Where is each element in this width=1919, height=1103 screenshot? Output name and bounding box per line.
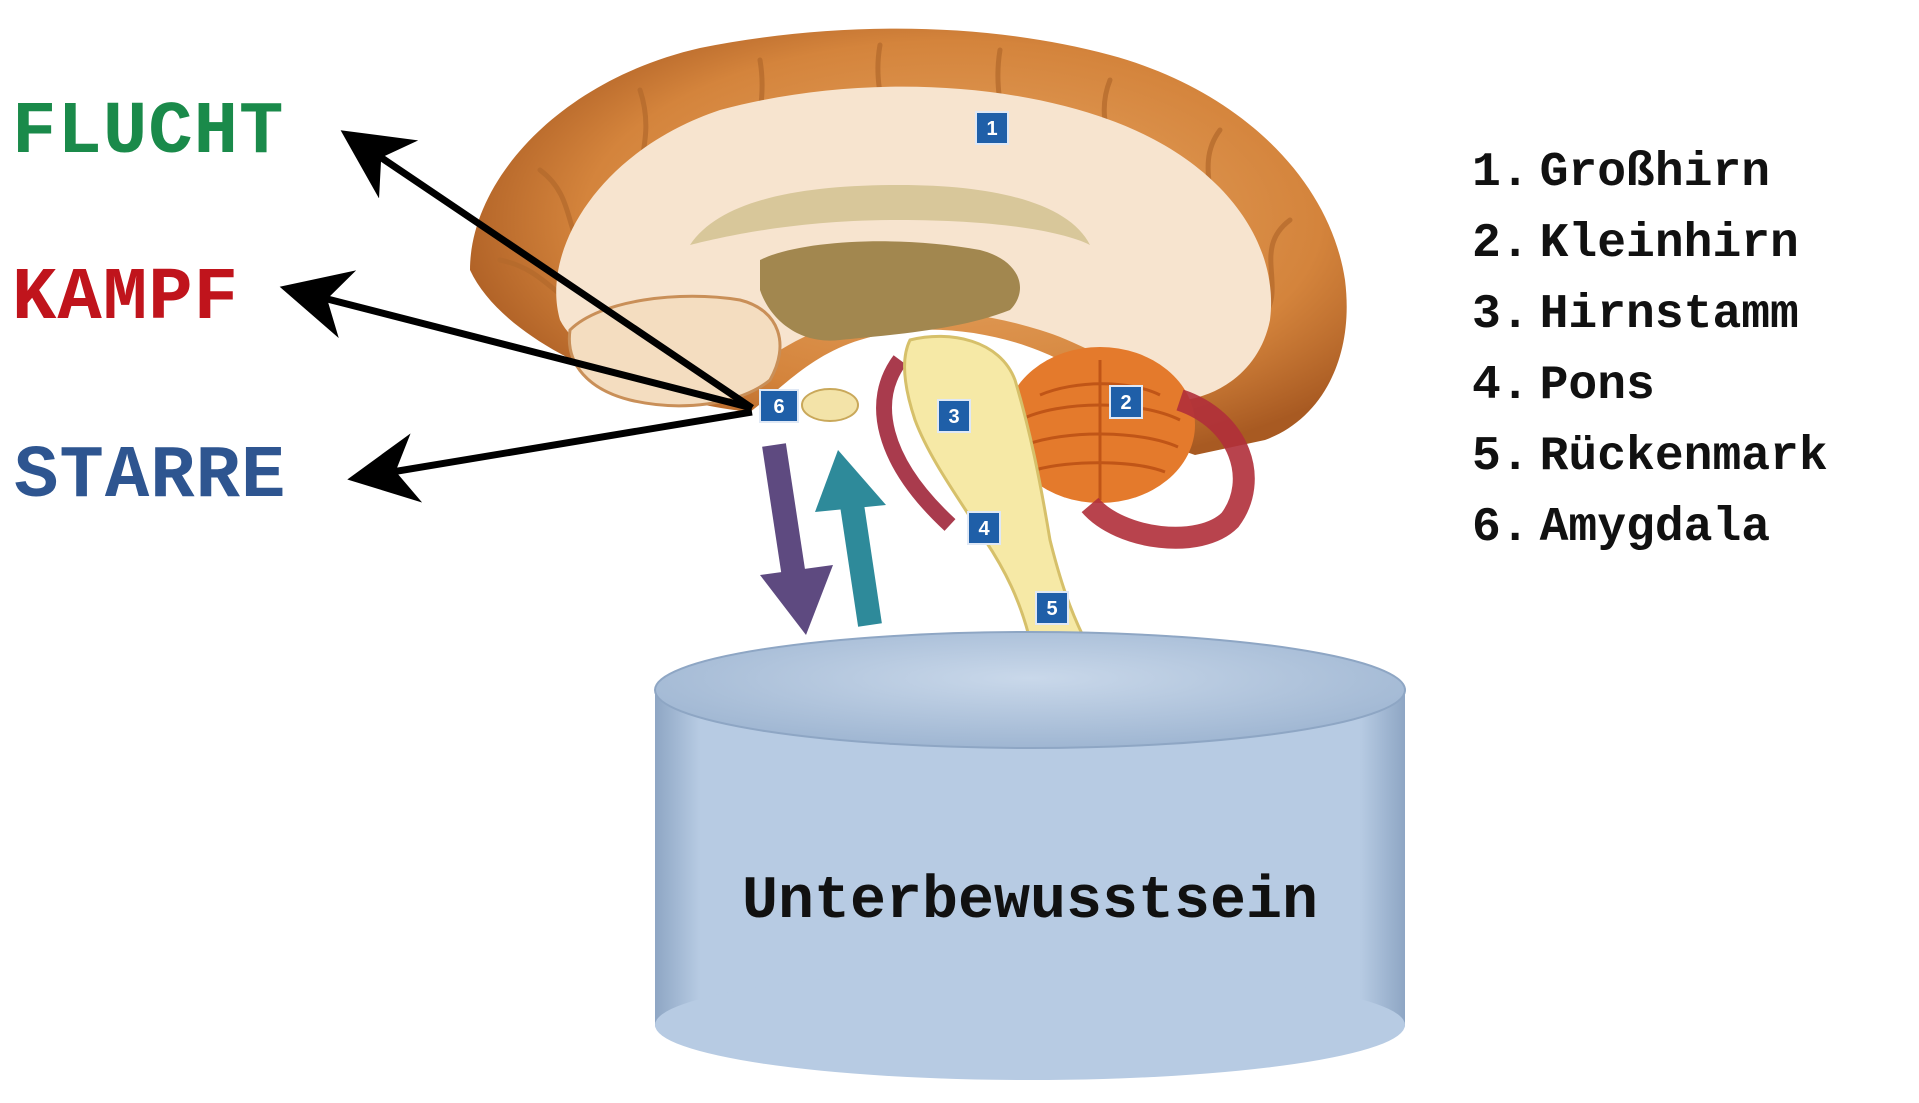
cylinder-top [655,632,1405,748]
legend-label: Hirnstamm [1540,288,1799,342]
response-starre: STARRE [14,440,286,514]
response-kampf: KAMPF [12,262,239,336]
legend-num: 6. [1472,501,1530,555]
amygdala-shape [802,389,858,421]
arrow-up [815,450,886,625]
legend-label: Kleinhirn [1540,217,1799,271]
legend-item: 4.Pons [1472,351,1828,422]
marker-1: 1 [976,112,1008,144]
marker-2: 2 [1110,386,1142,418]
marker-4-text: 4 [978,518,990,540]
marker-3-text: 3 [948,406,959,428]
marker-1-text: 1 [986,118,997,140]
legend-num: 3. [1472,288,1530,342]
marker-2-text: 2 [1120,392,1131,414]
cylinder-bottom [655,970,1405,1080]
brain-illustration [470,29,1347,640]
legend-num: 5. [1472,430,1530,484]
response-flucht: FLUCHT [12,96,284,170]
marker-4: 4 [968,512,1000,544]
cylinder-label: Unterbewusstsein [655,872,1405,932]
legend-item: 5.Rückenmark [1472,422,1828,493]
legend-item: 2.Kleinhirn [1472,209,1828,280]
legend-item: 6.Amygdala [1472,493,1828,564]
arrow-to-starre [368,412,752,476]
legend-label: Pons [1540,359,1655,413]
marker-6-text: 6 [773,396,784,418]
arrow-down [760,445,833,635]
legend-label: Rückenmark [1540,430,1828,484]
marker-6: 6 [760,390,798,422]
legend-item: 1.Großhirn [1472,138,1828,209]
legend-list: 1.Großhirn 2.Kleinhirn 3.Hirnstamm 4.Pon… [1472,138,1828,564]
marker-5-text: 5 [1046,598,1057,620]
legend-num: 2. [1472,217,1530,271]
subconscious-cylinder [655,632,1405,1080]
legend-num: 4. [1472,359,1530,413]
marker-3: 3 [938,400,970,432]
legend-num: 1. [1472,146,1530,200]
marker-5: 5 [1036,592,1068,624]
legend-label: Amygdala [1540,501,1770,555]
legend-label: Großhirn [1540,146,1770,200]
legend-item: 3.Hirnstamm [1472,280,1828,351]
